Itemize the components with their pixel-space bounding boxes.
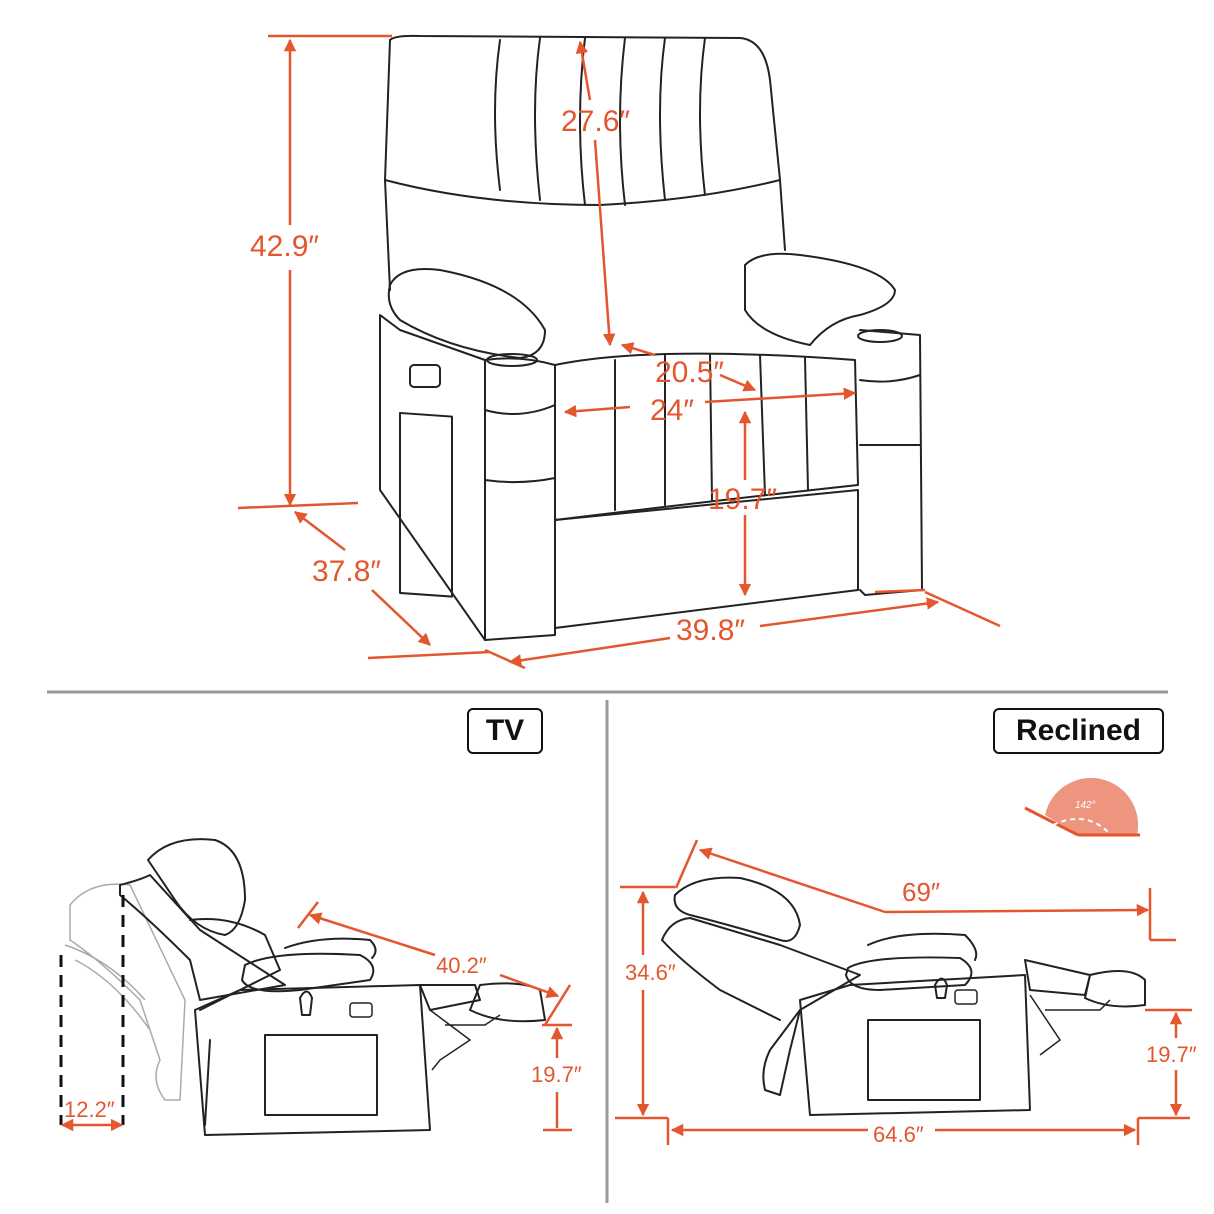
back-height-label: 27.6″ xyxy=(561,105,630,138)
recline-angle-label: 142° xyxy=(1075,800,1096,811)
tv-length-label: 40.2″ xyxy=(436,953,487,978)
reclined-depth-label: 64.6″ xyxy=(873,1122,924,1147)
seat-depth-label: 20.5″ xyxy=(655,356,724,389)
overall-width-label: 39.8″ xyxy=(676,614,745,647)
tv-footrest-height-label: 19.7″ xyxy=(531,1062,582,1087)
overall-height-label: 42.9″ xyxy=(250,230,319,263)
recliner-front-drawing xyxy=(379,34,923,641)
recliner-reclined-drawing xyxy=(661,876,1146,1116)
reclined-dimensions xyxy=(615,839,1192,1145)
front-dimensions xyxy=(237,34,1001,670)
reclined-length-label: 69″ xyxy=(902,877,940,907)
seat-width-label: 24″ xyxy=(650,394,694,427)
tv-dimensions xyxy=(60,901,572,1132)
reclined-mode-badge: Reclined xyxy=(993,708,1164,754)
reclined-footrest-height-label: 19.7″ xyxy=(1146,1042,1197,1067)
tv-wall-clearance-label: 12.2″ xyxy=(64,1097,115,1122)
overall-depth-label: 37.8″ xyxy=(312,555,381,588)
seat-height-label: 19.7″ xyxy=(708,483,777,516)
angle-indicator xyxy=(1024,777,1140,837)
reclined-height-label: 34.6″ xyxy=(625,960,676,985)
tv-mode-badge: TV xyxy=(467,708,543,754)
recliner-tv-drawing xyxy=(59,838,546,1136)
